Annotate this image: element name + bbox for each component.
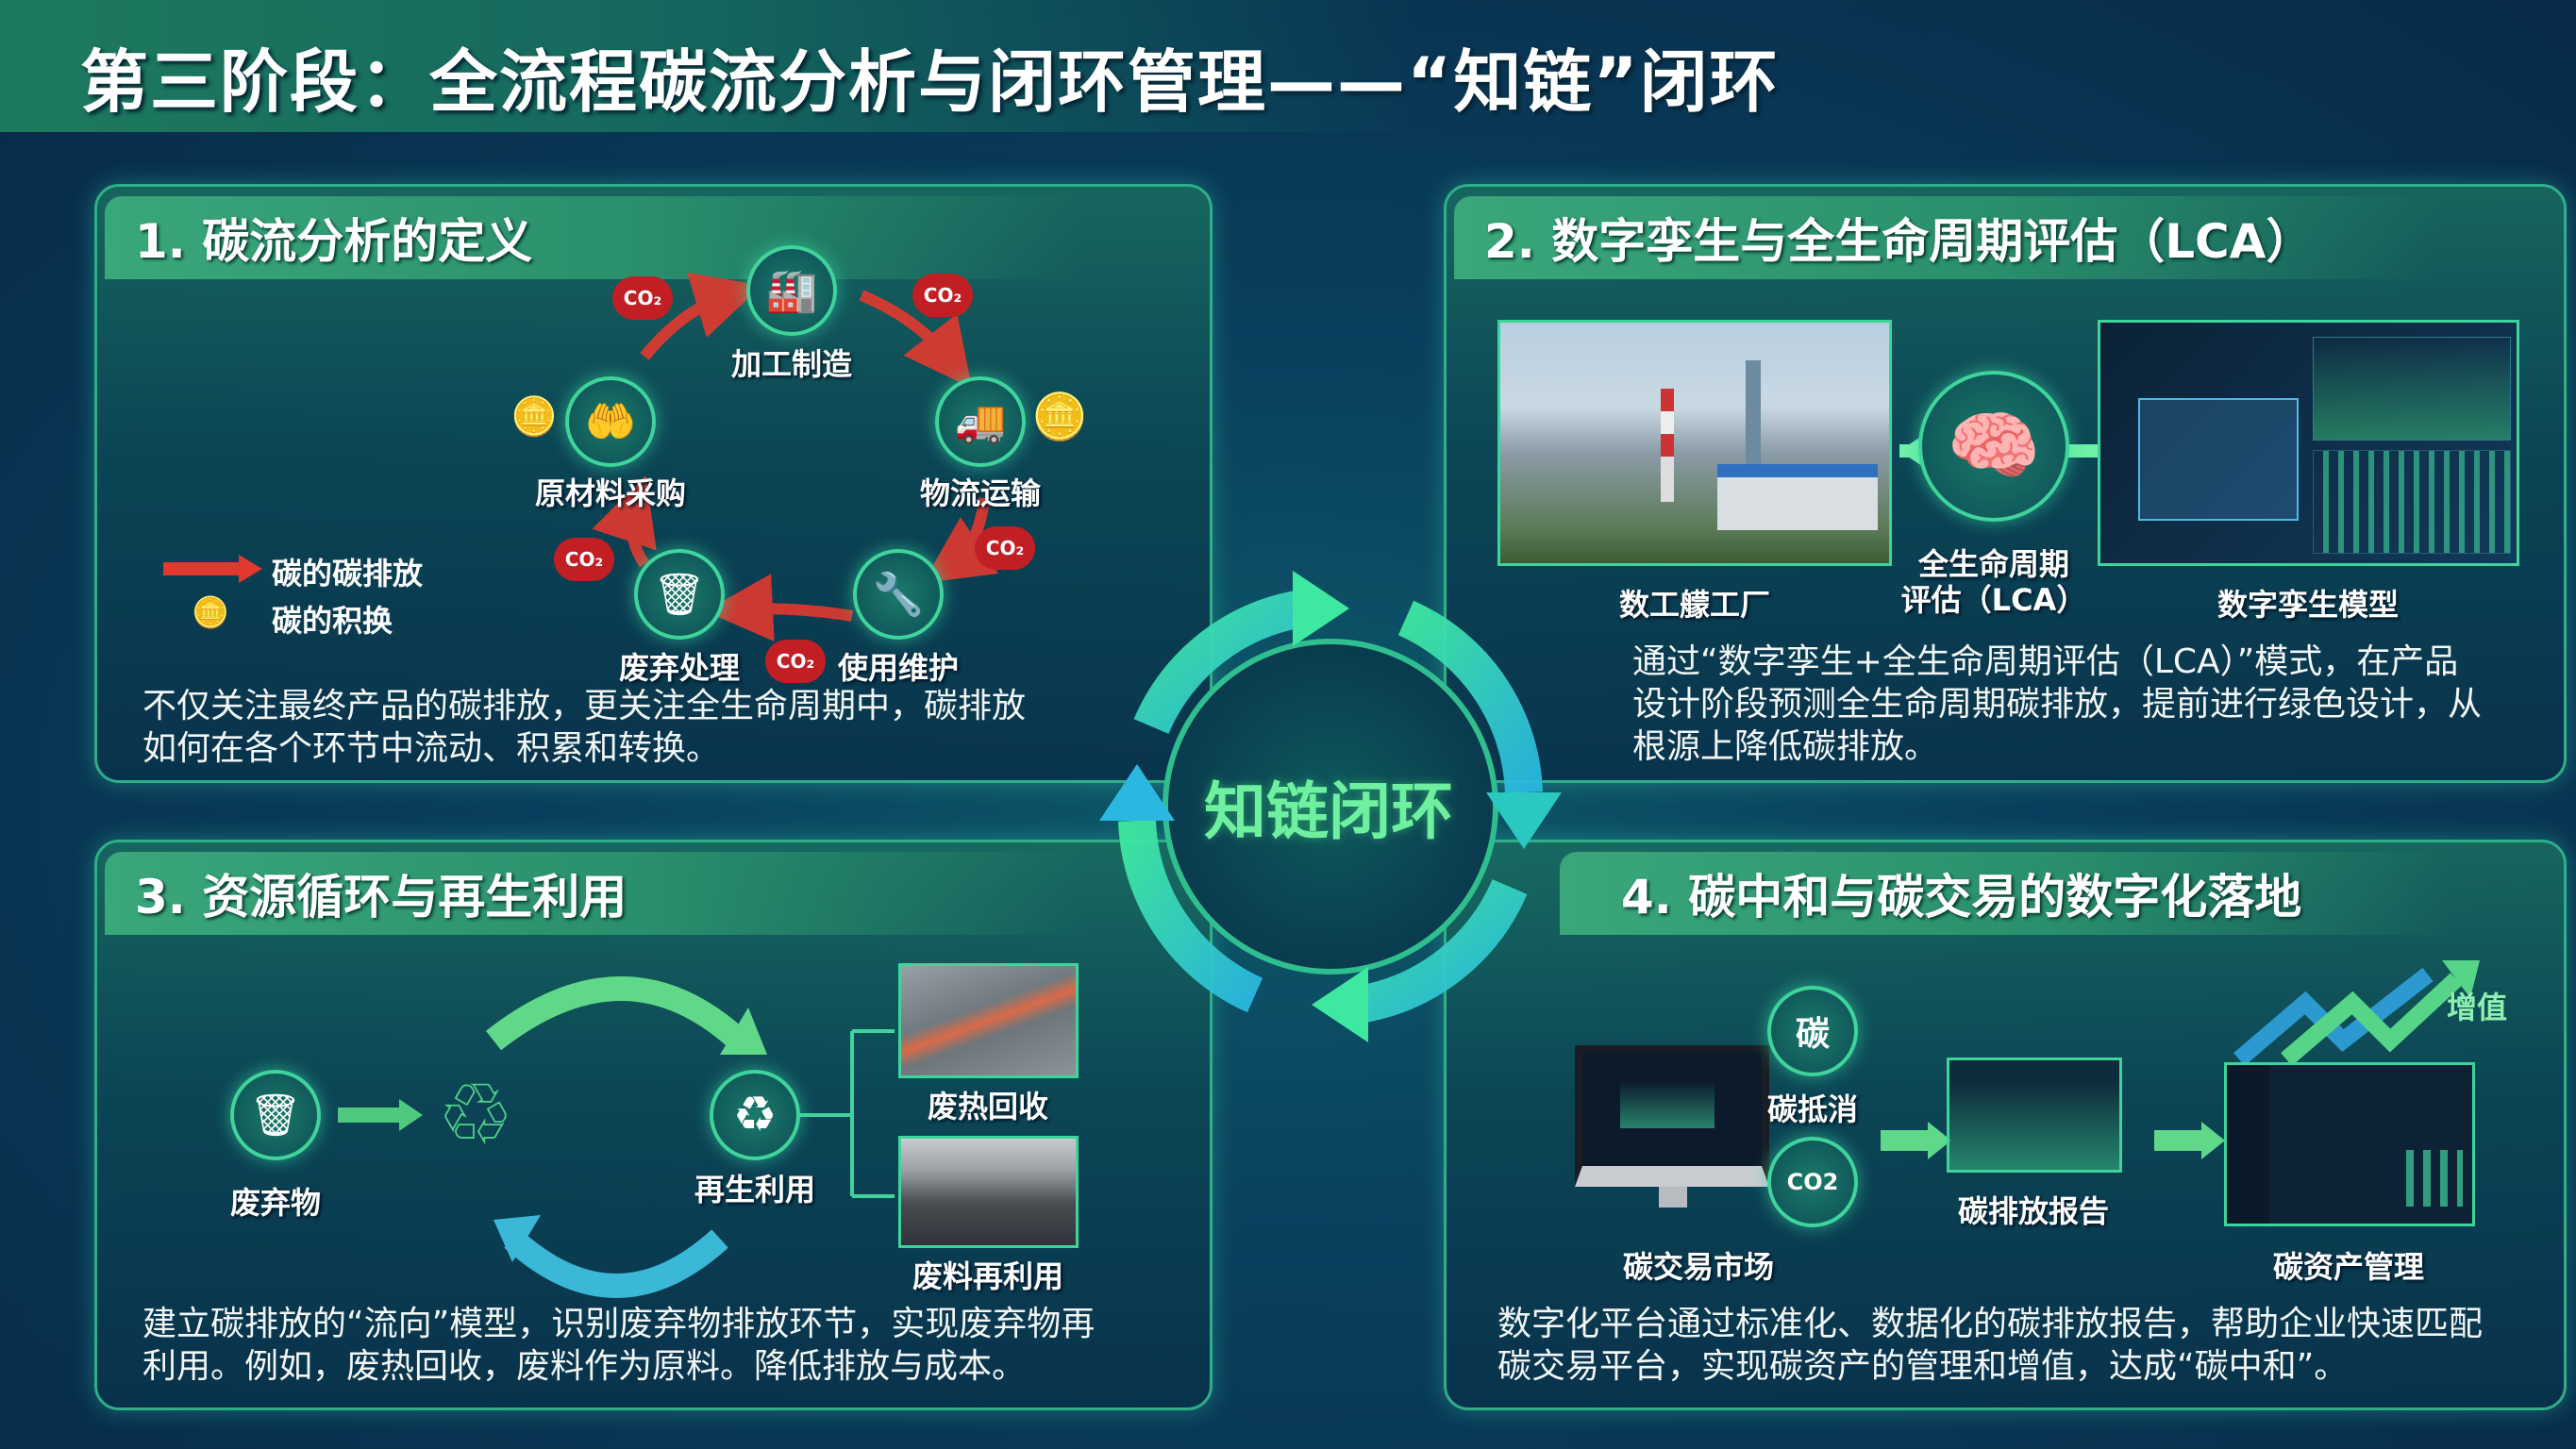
value-growth-arrows [2233, 960, 2480, 1066]
node-label: 原材料采购 [534, 475, 687, 511]
value-label: 增值 [2447, 990, 2508, 1025]
asset-label: 碳资产管理 [2272, 1249, 2425, 1285]
page-title: 第三阶段：全流程碳流分析与闭环管理——“知链”闭环 [80, 42, 1780, 122]
co2-cloud-icon: CO₂ [612, 276, 673, 320]
factory-photo [1497, 320, 1892, 566]
loop-arrow-segment [1118, 819, 1263, 1013]
waste-heat-photo [898, 963, 1079, 1078]
center-label: 知链闭环 [1204, 775, 1453, 848]
flow-arrows [1881, 1122, 2225, 1159]
description-line: 根源上降低碳排放。 [1632, 727, 1939, 766]
panel-digital-twin-lca: 2. 数字孪生与全生命周期评估（LCA） 🧠 数工艨工厂 全生命周期 评估（LC… [1444, 184, 2567, 783]
legend-label: 碳的碳排放 [272, 556, 424, 591]
panel-title: 2. 数字孪生与全生命周期评估（LCA） [1484, 214, 2314, 269]
digital-twin-label: 数字孪生模型 [2216, 587, 2400, 623]
title-banner [0, 0, 1415, 132]
carbon-offset-icon: 碳 [1767, 986, 1858, 1076]
node-label: 废弃处理 [618, 650, 741, 686]
trading-monitor [1575, 1045, 1769, 1187]
coin-stack-icon: 🪙 [192, 594, 229, 630]
recycle-icon: ♻ [710, 1070, 800, 1160]
factory-icon: 🏭 [746, 245, 837, 336]
description-line: 数字化平台通过标准化、数据化的碳排放报告，帮助企业快速匹配 [1497, 1305, 2484, 1343]
emission-report-document [1947, 1058, 2122, 1173]
waste-heat-label: 废热回收 [927, 1089, 1049, 1124]
truck-icon: 🚚 [935, 376, 1026, 467]
node-label: 物流运输 [919, 475, 1042, 511]
market-label: 碳交易市场 [1622, 1249, 1775, 1285]
report-label: 碳排放报告 [1957, 1193, 2110, 1229]
waste-material-photo [898, 1136, 1079, 1248]
waste-label: 废弃物 [229, 1185, 322, 1221]
coin-stack-icon: 🪙 [510, 395, 558, 439]
carbon-cycle-arrows [163, 272, 998, 642]
hand-coins-icon: 🤲 [565, 376, 656, 467]
panel-header [105, 196, 1084, 279]
co2-cloud-icon: CO₂ [765, 640, 826, 683]
panel-header [1454, 196, 2437, 279]
loop-arrow-segment [1355, 878, 1528, 1024]
node-label: 加工制造 [730, 346, 853, 382]
coin-stack-icon: 🪙 [1031, 391, 1088, 443]
factory-label: 数工艨工厂 [1618, 587, 1771, 623]
description-line: 设计阶段预测全生命周期碳排放，提前进行绿色设计，从 [1632, 685, 2483, 724]
closed-loop-ring [1099, 571, 1562, 1042]
co2-database-icon: CO2 [1767, 1137, 1858, 1227]
tools-icon: 🔧 [853, 549, 944, 640]
asset-dashboard [2224, 1062, 2475, 1226]
lca-label: 评估（LCA） [1900, 582, 2087, 618]
lca-label: 全生命周期 [1917, 546, 2070, 582]
panel-header [105, 852, 1084, 935]
panel-carbon-neutral-trading: 4. 碳中和与碳交易的数字化落地 碳交易市场 碳 碳抵消 CO2 碳排放报告 增… [1444, 840, 2567, 1410]
loop-arrow-segment [1397, 600, 1543, 794]
trash-icon: 🗑 [230, 1070, 321, 1160]
legend-label: 碳的积换 [272, 603, 393, 639]
recycling-flow-arrows [338, 976, 895, 1298]
node-label: 使用维护 [837, 650, 960, 686]
co2-cloud-icon: CO₂ [554, 538, 614, 581]
brain-icon: 🧠 [1918, 371, 2069, 522]
description-line: 通过“数字孪生+全生命周期评估（LCA）”模式，在产品 [1632, 642, 2459, 681]
description-line: 建立碳排放的“流向”模型，识别废弃物排放环节，实现废弃物再 [142, 1305, 1096, 1343]
description-line: 不仅关注最终产品的碳排放，更关注全生命周期中，碳排放 [142, 687, 1027, 725]
recycle-outline-icon: ♲ [437, 1065, 514, 1165]
recycle-label: 再生利用 [694, 1172, 816, 1208]
description-line: 利用。例如，废热回收，废料作为原料。降低排放与成本。 [142, 1347, 1027, 1386]
description-line: 如何在各个环节中流动、积累和转换。 [142, 729, 721, 768]
co2-cloud-icon: CO₂ [975, 526, 1035, 570]
panel-title: 1. 碳流分析的定义 [135, 214, 533, 269]
panel-resource-recycling: 3. 资源循环与再生利用 🗑 废弃物 ♲ ♻ 再生利用 废热回收 废料再利用 建… [94, 840, 1213, 1410]
loop-arrow-segment [1133, 590, 1306, 735]
offset-label: 碳抵消 [1766, 1091, 1859, 1127]
panel-title: 4. 碳中和与碳交易的数字化落地 [1621, 870, 2302, 924]
panel-carbon-flow-definition: 1. 碳流分析的定义 🏭 加工制造 🚚 物流运输 🔧 使用维护 🗑 废弃处理 🤲… [94, 184, 1213, 783]
monitor-stand [1659, 1187, 1687, 1208]
digital-twin-dashboard [2098, 320, 2519, 566]
trash-icon: 🗑 [634, 549, 725, 640]
panel-title: 3. 资源循环与再生利用 [135, 870, 627, 924]
waste-material-label: 废料再利用 [912, 1258, 1064, 1294]
panel-header [1560, 852, 2454, 935]
description-line: 碳交易平台，实现碳资产的管理和增值，达成“碳中和”。 [1497, 1347, 2349, 1386]
co2-cloud-icon: CO₂ [912, 274, 973, 317]
